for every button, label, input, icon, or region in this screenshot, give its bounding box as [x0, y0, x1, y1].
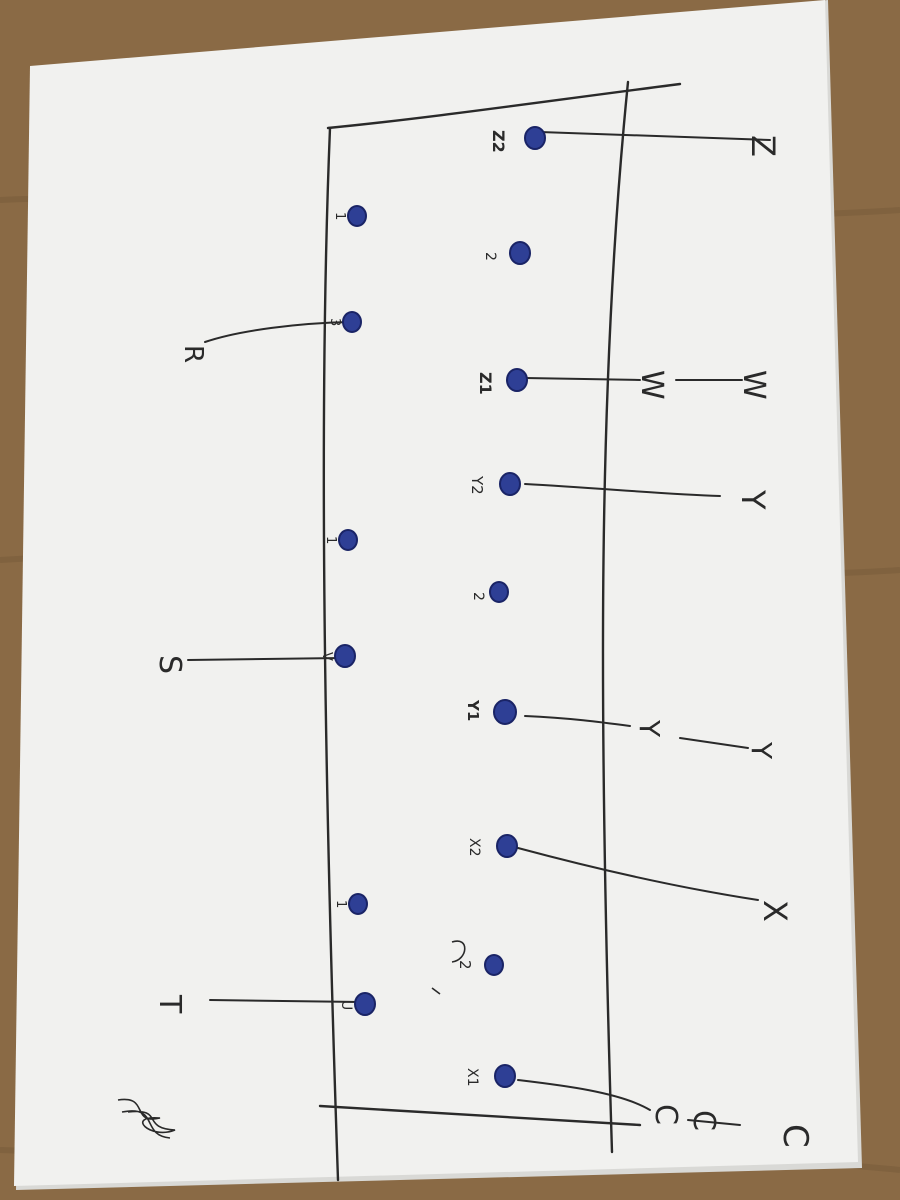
small-mark-scribble — [431, 940, 466, 995]
label-S: S — [152, 655, 187, 674]
label-Y-bar: Y — [633, 719, 666, 738]
dot-bottom-1 — [524, 126, 546, 150]
leader-line-Z — [539, 131, 771, 141]
leader-line-Y-left — [524, 715, 749, 749]
top-dot-label-2: 3 — [327, 318, 342, 326]
label-X: X — [756, 900, 794, 922]
leader-line-X — [517, 847, 759, 901]
bottom-dot-label-2: 2 — [482, 252, 498, 261]
top-dots — [334, 205, 376, 1016]
dot-top-1 — [347, 205, 367, 227]
dot-bottom-6 — [493, 699, 517, 725]
dot-bottom-7 — [496, 834, 518, 858]
drawn-box — [318, 80, 682, 1182]
bottom-dot-label-6: Y1 — [464, 699, 482, 721]
box-right-edge — [601, 80, 630, 1154]
bottom-dot-label-4: Y2 — [468, 475, 486, 495]
dot-top-6 — [354, 992, 376, 1016]
label-W: W — [736, 370, 771, 400]
dot-top-3 — [338, 529, 358, 551]
label-W-bar: W — [634, 370, 669, 400]
bottom-dot-label-1: Z2 — [489, 130, 508, 153]
leader-lines — [187, 131, 771, 1126]
bottom-dot-label-9: X1 — [464, 1068, 480, 1087]
leader-line-T — [209, 999, 361, 1003]
leader-line-Y — [524, 483, 721, 497]
label-T: T — [152, 994, 187, 1014]
bottom-dot-label-3: Z1 — [476, 372, 495, 395]
dot-top-5 — [348, 893, 368, 915]
dot-bottom-5 — [489, 581, 509, 603]
dot-top-2 — [342, 311, 362, 333]
label-Z: Z — [744, 135, 782, 157]
leader-line-W — [524, 377, 743, 381]
handwritten-labels: R S T Z W W Y Y Y X C C C 1 3 1 V 1 U Z2… — [152, 130, 815, 1148]
top-dot-label-4: V — [319, 652, 334, 661]
leader-line-S — [187, 657, 343, 661]
bottom-dot-label-8: 2 — [456, 960, 474, 970]
box-left-edge — [322, 126, 340, 1182]
corner-scribble — [117, 1098, 176, 1139]
bottom-dot-label-5: 2 — [470, 592, 486, 601]
bottom-dot-label-7: X2 — [466, 838, 482, 857]
label-R: R — [178, 345, 208, 363]
dot-bottom-8 — [484, 954, 504, 976]
label-C-mid: C — [686, 1110, 721, 1131]
top-dot-label-3: 1 — [323, 536, 338, 544]
label-C-bar: C — [648, 1104, 683, 1125]
leader-line-C — [517, 1079, 741, 1126]
label-C: C — [775, 1124, 815, 1148]
bottom-dots — [484, 126, 546, 1088]
dot-top-4 — [334, 644, 356, 668]
dot-bottom-2 — [509, 241, 531, 265]
leader-line-R — [204, 321, 351, 343]
label-Y: Y — [734, 489, 772, 510]
label-Y-far: Y — [745, 741, 778, 760]
top-dot-label-5: 1 — [333, 900, 348, 908]
dot-bottom-9 — [494, 1064, 516, 1088]
dot-bottom-3 — [506, 368, 528, 392]
box-bottom-edge — [318, 1104, 642, 1127]
dot-bottom-4 — [499, 472, 521, 496]
paper-sheet — [14, 0, 858, 1186]
top-dot-label-6: U — [338, 1000, 354, 1010]
top-dot-label-1: 1 — [332, 212, 347, 220]
ink-scribbles — [117, 940, 466, 1139]
